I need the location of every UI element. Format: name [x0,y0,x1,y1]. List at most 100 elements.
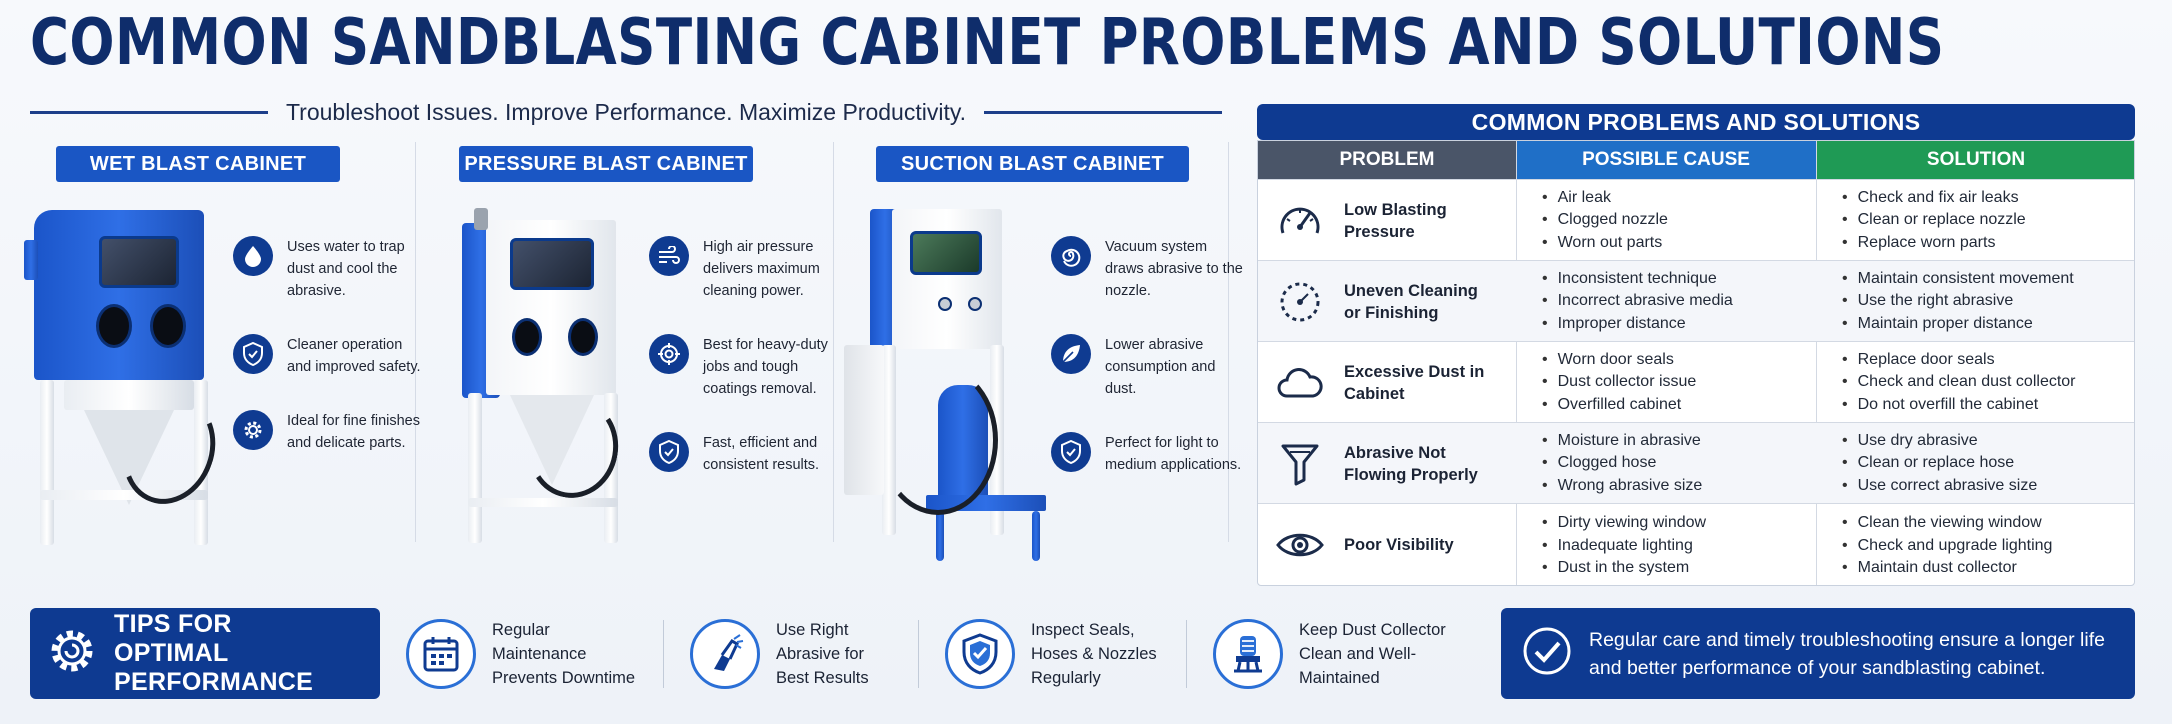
problems-table: COMMON PROBLEMS AND SOLUTIONS PROBLEM PO… [1257,104,2135,586]
gear-icon [233,410,273,450]
feature-text: High air pressure delivers maximum clean… [703,239,820,299]
cause-item: Dust in the system [1542,557,1816,580]
calendar-icon [406,619,476,689]
problem-cell: Uneven Cleaning or Finishing [1258,261,1516,342]
tip-text: Inspect Seals, Hoses & Nozzles Regularly [1031,621,1157,687]
feature-text: Uses water to trap dust and cool the abr… [287,239,405,299]
feature-text: Lower abrasive consumption and dust. [1105,337,1216,397]
wet-blast-cabinet-image [24,200,231,545]
cause-item: Inconsistent technique [1542,268,1816,291]
problem-cell: Excessive Dust in Cabinet [1258,342,1516,423]
solution-list: Clean the viewing window Check and upgra… [1816,504,2134,585]
cause-item: Overfilled cabinet [1542,394,1816,417]
table-row: Excessive Dust in Cabinet Worn door seal… [1258,341,2134,423]
target-icon [649,334,689,374]
header-problem: PROBLEM [1258,141,1516,179]
cause-item: Worn door seals [1542,349,1816,372]
check-circle-icon [1521,625,1573,682]
pressure-blast-cabinet-image [448,208,628,543]
table-title: COMMON PROBLEMS AND SOLUTIONS [1257,104,2135,140]
panel-divider [833,142,834,542]
problem-name: Low Blasting Pressure [1344,200,1447,241]
shield-icon [945,619,1015,689]
feature-item: High air pressure delivers maximum clean… [649,236,843,302]
feature-item: Ideal for fine finishes and delicate par… [233,410,427,454]
cause-item: Dust collector issue [1542,371,1816,394]
tips-title: TIPS FOR OPTIMAL PERFORMANCE [114,610,314,696]
dust-collector-icon [1213,619,1283,689]
feature-item: Fast, efficient and consistent results. [649,432,843,476]
water-drop-icon [233,236,273,276]
shield-check-icon [1051,432,1091,472]
cause-item: Moisture in abrasive [1542,430,1816,453]
table-row: Low Blasting Pressure Air leak Clogged n… [1258,179,2134,261]
problem-name: Excessive Dust in Cabinet [1344,362,1485,403]
shield-check-icon [649,432,689,472]
tip-item: Keep Dust Collector Clean and Well-Maint… [1213,612,1459,696]
problem-name: Poor Visibility [1344,535,1454,554]
feature-item: Uses water to trap dust and cool the abr… [233,236,427,302]
solution-item: Check and clean dust collector [1842,371,2134,394]
cause-list: Worn door seals Dust collector issue Ove… [1516,342,1816,423]
closing-text: Regular care and timely troubleshooting … [1589,628,2105,679]
cause-list: Air leak Clogged nozzle Worn out parts [1516,180,1816,261]
cloud-icon [1270,366,1330,400]
feature-item: Lower abrasive consumption and dust. [1051,334,1245,400]
problem-cell: Poor Visibility [1258,504,1516,585]
solution-item: Replace door seals [1842,349,2134,372]
tip-item: Inspect Seals, Hoses & Nozzles Regularly [945,612,1171,696]
eye-icon [1270,530,1330,560]
cause-list: Dirty viewing window Inadequate lighting… [1516,504,1816,585]
solution-item: Do not overfill the cabinet [1842,394,2134,417]
tip-item: Regular Maintenance Prevents Downtime [406,612,642,696]
cause-item: Wrong abrasive size [1542,475,1816,498]
solution-item: Maintain consistent movement [1842,268,2134,291]
solution-item: Maintain proper distance [1842,313,2134,336]
solution-item: Check and fix air leaks [1842,187,2134,210]
header-cause: POSSIBLE CAUSE [1516,141,1816,179]
feature-text: Fast, efficient and consistent results. [703,435,820,473]
air-flow-icon [649,236,689,276]
tip-item: Use Right Abrasive for Best Results [690,612,876,696]
solution-item: Clean or replace hose [1842,452,2134,475]
table-row: Poor Visibility Dirty viewing window Ina… [1258,503,2134,585]
panel-divider [1228,142,1229,542]
wet-blast-cabinet-label: WET BLAST CABINET [56,146,340,182]
cause-list: Inconsistent technique Incorrect abrasiv… [1516,261,1816,342]
feature-text: Best for heavy-duty jobs and tough coati… [703,337,828,397]
solution-list: Maintain consistent movement Use the rig… [1816,261,2134,342]
shield-check-icon [233,334,273,374]
cause-item: Clogged nozzle [1542,209,1816,232]
feature-item: Vacuum system draws abrasive to the nozz… [1051,236,1245,302]
feature-item: Cleaner operation and improved safety. [233,334,427,378]
solution-item: Maintain dust collector [1842,557,2134,580]
nozzle-hand-icon [690,619,760,689]
solution-list: Replace door seals Check and clean dust … [1816,342,2134,423]
feature-item: Perfect for light to medium applications… [1051,432,1245,476]
feature-text: Cleaner operation and improved safety. [287,337,421,375]
problem-cell: Low Blasting Pressure [1258,180,1516,261]
solution-list: Check and fix air leaks Clean or replace… [1816,180,2134,261]
feature-text: Perfect for light to medium applications… [1105,435,1242,473]
cause-item: Inadequate lighting [1542,535,1816,558]
subtitle-left-rule [30,110,268,114]
cause-item: Dirty viewing window [1542,512,1816,535]
subtitle-right-rule [984,110,1222,114]
panel-divider [415,142,416,542]
gear-icon [46,625,98,682]
suction-blast-cabinet-image [838,205,1058,565]
leaf-icon [1051,334,1091,374]
pressure-blast-features: High air pressure delivers maximum clean… [649,236,843,476]
dotted-circle-icon [1270,280,1330,324]
cause-item: Worn out parts [1542,232,1816,255]
swirl-icon [1051,236,1091,276]
tip-text: Regular Maintenance Prevents Downtime [492,621,636,687]
cause-item: Incorrect abrasive media [1542,290,1816,313]
solution-item: Use the right abrasive [1842,290,2134,313]
solution-item: Check and upgrade lighting [1842,535,2134,558]
tip-text: Use Right Abrasive for Best Results [776,621,869,687]
table-row: Uneven Cleaning or Finishing Inconsisten… [1258,260,2134,342]
solution-item: Use correct abrasive size [1842,475,2134,498]
cause-item: Clogged hose [1542,452,1816,475]
suction-blast-cabinet-label: SUCTION BLAST CABINET [876,146,1189,182]
